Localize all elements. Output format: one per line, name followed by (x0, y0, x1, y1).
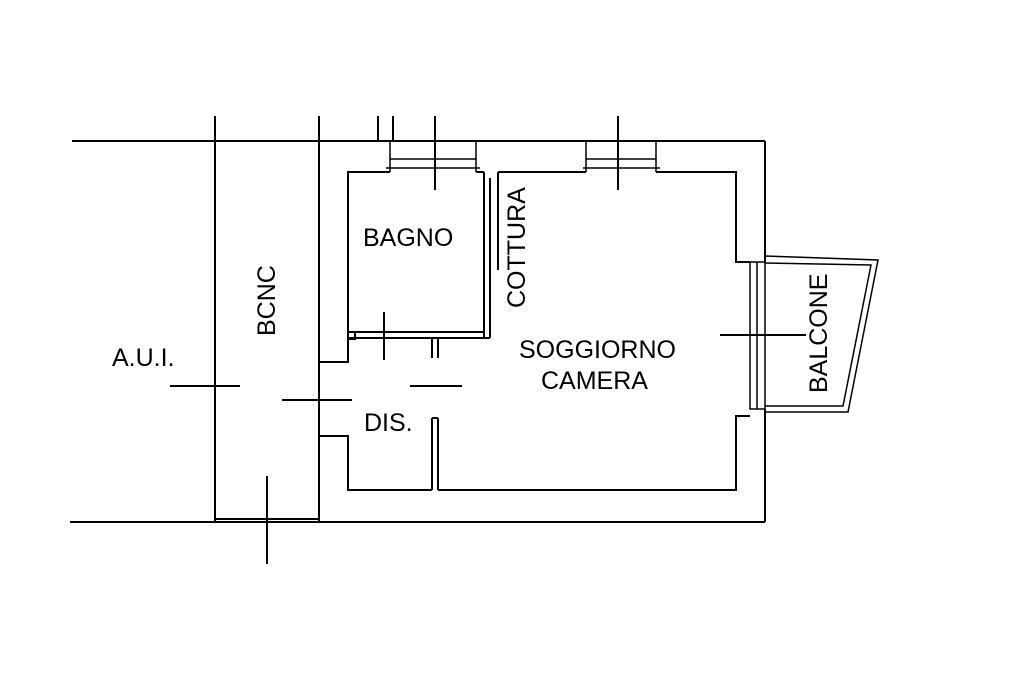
windows (386, 140, 660, 172)
bagno-walls (347, 171, 491, 340)
label-bcnc: BCNC (253, 265, 281, 336)
label-balcone: BALCONE (805, 274, 833, 393)
label-dis: DIS. (364, 409, 413, 437)
reference-lines (70, 116, 765, 523)
label-aui: A.U.I. (112, 344, 175, 372)
label-camera: CAMERA (541, 367, 648, 395)
dis-partitions (410, 337, 439, 490)
outer-walls (319, 141, 766, 522)
label-bagno: BAGNO (363, 224, 453, 252)
label-cottura: COTTURA (503, 187, 531, 308)
label-soggiorno: SOGGIORNO (519, 336, 676, 364)
balcony (764, 255, 879, 413)
section-marks (170, 116, 806, 564)
